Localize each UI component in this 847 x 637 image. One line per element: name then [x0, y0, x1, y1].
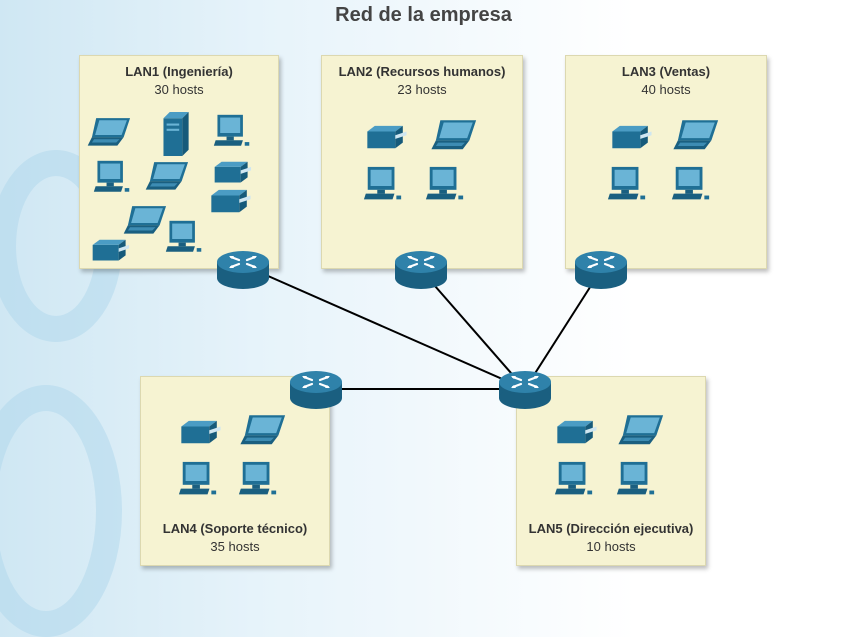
lan4-name: LAN4 (Soporte técnico) [162, 521, 308, 536]
lan3-name: LAN3 (Ventas) [621, 64, 711, 79]
laptop-icon [615, 413, 671, 451]
lan2-name: LAN2 (Recursos humanos) [338, 64, 506, 79]
router-lan1-icon[interactable] [217, 250, 269, 290]
printer-icon [173, 419, 227, 447]
laptop-icon [84, 116, 138, 152]
printer-icon [84, 238, 136, 264]
router-lan2-icon[interactable] [395, 250, 447, 290]
lan2-hosts: 23 hosts [397, 82, 447, 97]
router-lan4-icon[interactable] [290, 370, 342, 410]
pc-icon [164, 220, 204, 258]
pc-icon [670, 166, 712, 206]
router-core-icon[interactable] [499, 370, 551, 410]
laptop-icon [237, 413, 293, 451]
printer-icon [360, 124, 412, 152]
lan1-name: LAN1 (Ingeniería) [125, 64, 233, 79]
printer-icon [204, 160, 260, 186]
server-icon [158, 112, 192, 156]
lan4-panel: LAN4 (Soporte técnico) 35 hosts [140, 376, 330, 566]
pc-icon [212, 114, 252, 152]
lan1-panel: LAN1 (Ingeniería) 30 hosts [79, 55, 279, 269]
pc-icon [237, 461, 279, 501]
lan5-name: LAN5 (Dirección ejecutiva) [528, 521, 694, 536]
lan3-panel: LAN3 (Ventas) 40 hosts [565, 55, 767, 269]
pc-icon [92, 160, 132, 198]
pc-icon [606, 166, 648, 206]
lan5-hosts: 10 hosts [586, 539, 636, 554]
pc-icon [615, 461, 657, 501]
printer-icon [202, 188, 258, 216]
pc-icon [553, 461, 595, 501]
lan5-panel: LAN5 (Dirección ejecutiva) 10 hosts [516, 376, 706, 566]
laptop-icon [670, 118, 726, 156]
diagram-title: Red de la empresa [335, 4, 512, 26]
lan2-panel: LAN2 (Recursos humanos) 23 hosts [321, 55, 523, 269]
pc-icon [177, 461, 219, 501]
lan4-hosts: 35 hosts [210, 539, 260, 554]
pc-icon [362, 166, 404, 206]
lan3-hosts: 40 hosts [641, 82, 691, 97]
pc-icon [424, 166, 466, 206]
lan1-hosts: 30 hosts [154, 82, 204, 97]
link-lan2-core [420, 269, 526, 390]
printer-icon [604, 124, 658, 152]
router-lan3-icon[interactable] [575, 250, 627, 290]
link-lan3-core [524, 269, 602, 390]
printer-icon [549, 419, 603, 447]
link-lan1-core [242, 264, 526, 390]
laptop-icon [142, 160, 196, 196]
network-links [242, 264, 602, 390]
laptop-icon [428, 118, 484, 156]
